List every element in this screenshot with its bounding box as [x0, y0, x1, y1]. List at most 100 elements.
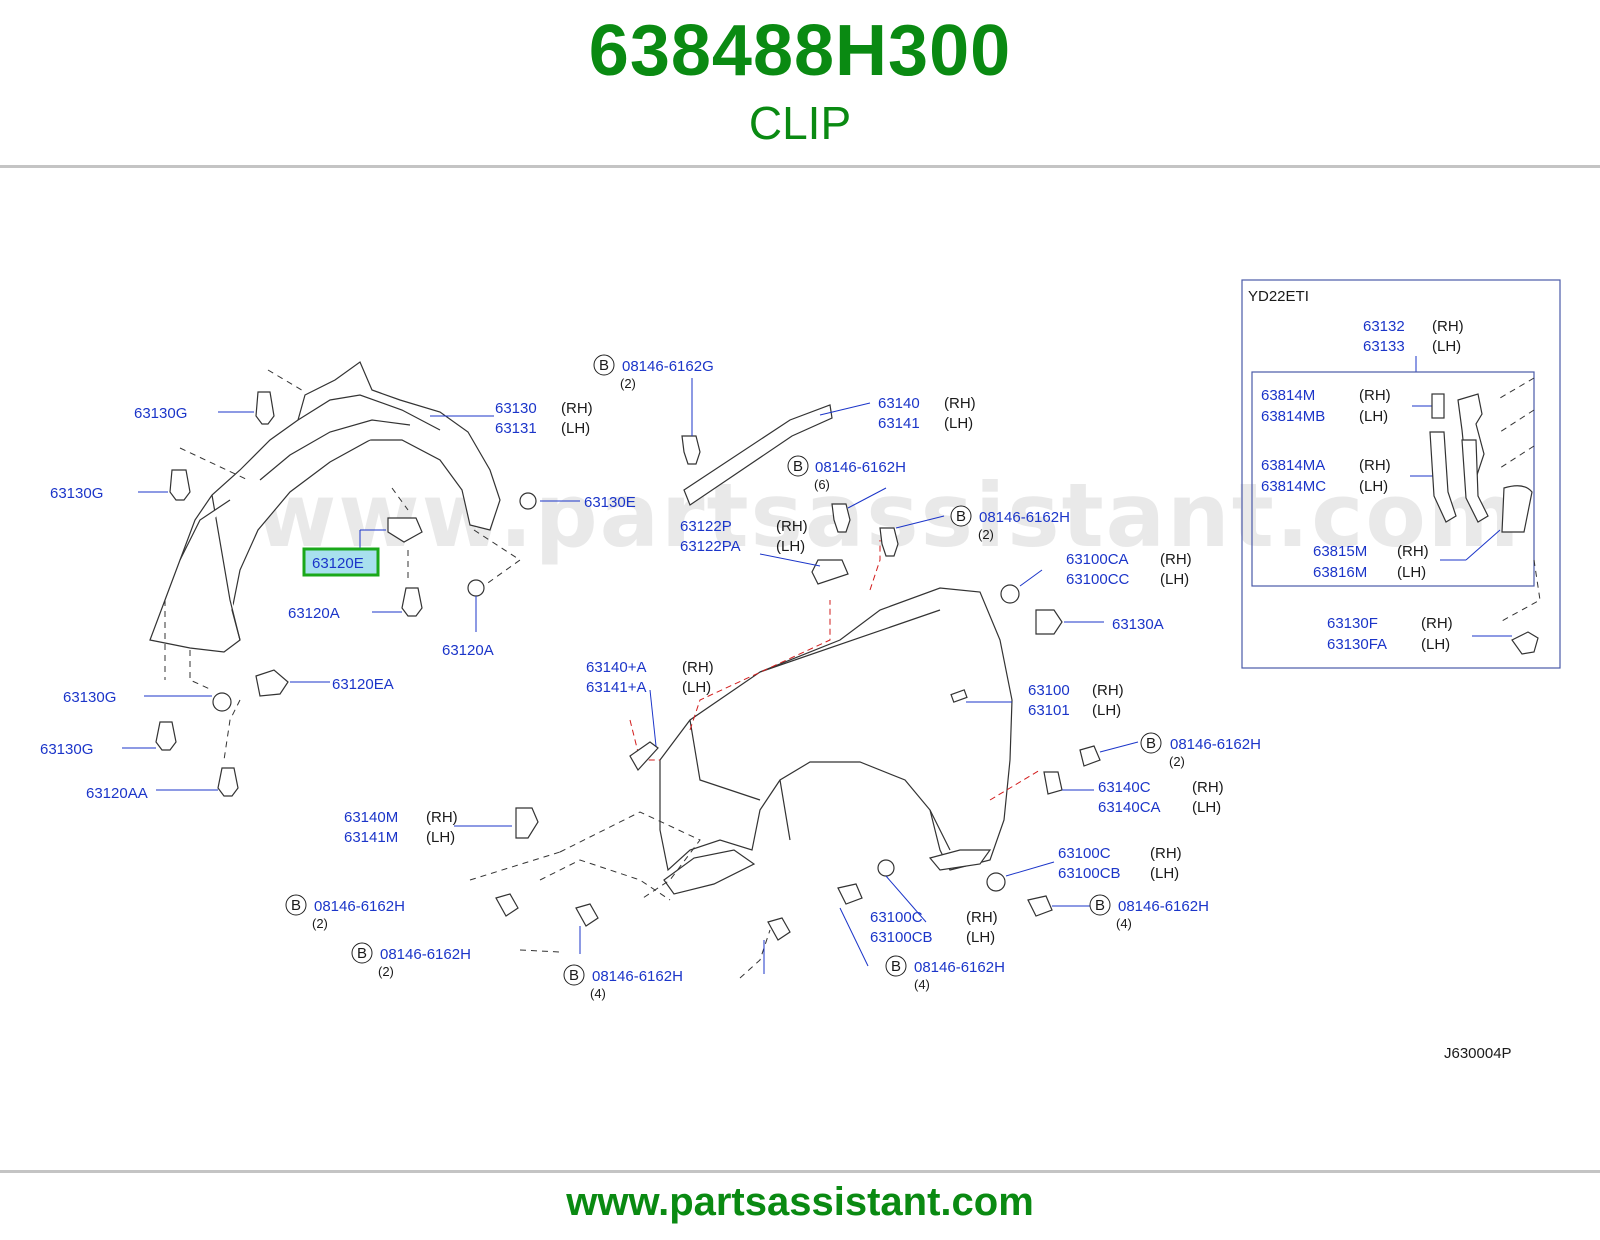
bolt-callout-5[interactable]: B 08146-6162H (2)	[285, 894, 405, 931]
screw-icon	[401, 587, 423, 617]
bolt-callout-1[interactable]: B 08146-6162G (2)	[593, 354, 714, 391]
diagram-code: J630004P	[1444, 1045, 1512, 1062]
qty: (6)	[814, 477, 830, 492]
label-63141+A[interactable]: 63141+A	[586, 679, 646, 696]
label-63120E[interactable]: 63120E	[312, 555, 364, 572]
label-08146-6162H[interactable]: 08146-6162H	[979, 509, 1070, 526]
label-63120AA[interactable]: 63120AA	[86, 785, 148, 802]
label-63141M[interactable]: 63141M	[344, 829, 398, 846]
inset-label-63814MB[interactable]: 63814MB	[1261, 408, 1325, 425]
label-63122P[interactable]: 63122P	[680, 518, 732, 535]
highlighted-part-63120e[interactable]: 63120E	[302, 547, 380, 577]
inset-label-63814MC[interactable]: 63814MC	[1261, 478, 1326, 495]
label-63120A[interactable]: 63120A	[442, 642, 494, 659]
clip-icon	[255, 669, 289, 697]
side-lh: (LH)	[682, 679, 711, 696]
label-63100C[interactable]: 63100C	[870, 909, 923, 926]
bolt-callout-6[interactable]: B 08146-6162H (2)	[351, 942, 471, 979]
bolt-icon	[575, 903, 599, 927]
inset-label-63130F[interactable]: 63130F	[1327, 615, 1378, 632]
inset-side-lh: (LH)	[1359, 408, 1388, 425]
inset-side-rh: (RH)	[1397, 543, 1429, 560]
grommet-icon	[519, 492, 537, 510]
label-63130A[interactable]: 63130A	[1112, 616, 1164, 633]
qty: (2)	[1169, 754, 1185, 769]
side-rh: (RH)	[1150, 845, 1182, 862]
label-63100CB[interactable]: 63100CB	[870, 929, 933, 946]
label-63101[interactable]: 63101	[1028, 702, 1070, 719]
qty: (2)	[620, 376, 636, 391]
label-63100CC[interactable]: 63100CC	[1066, 571, 1130, 588]
label-08146-6162H[interactable]: 08146-6162H	[380, 946, 471, 963]
bolt-icon	[1035, 609, 1063, 635]
label-63130G[interactable]: 63130G	[63, 689, 116, 706]
fender-liner-drawing	[149, 361, 521, 761]
label-63140M[interactable]: 63140M	[344, 809, 398, 826]
side-rh: (RH)	[426, 809, 458, 826]
label-63141[interactable]: 63141	[878, 415, 920, 432]
label-63130G[interactable]: 63130G	[134, 405, 187, 422]
bolt-marker: B	[1146, 735, 1156, 752]
side-rh: (RH)	[966, 909, 998, 926]
side-rh: (RH)	[1192, 779, 1224, 796]
pad-icon	[1431, 393, 1445, 419]
insulator-icon	[1461, 439, 1489, 523]
qty: (4)	[590, 986, 606, 1001]
bolt-icon	[767, 917, 791, 941]
side-rh: (RH)	[944, 395, 976, 412]
inset-label-63814M[interactable]: 63814M	[1261, 387, 1315, 404]
bolt-callout-4[interactable]: B 08146-6162H (2)	[1140, 732, 1261, 769]
footer-divider	[0, 1170, 1600, 1173]
label-63130G[interactable]: 63130G	[50, 485, 103, 502]
side-lh: (LH)	[944, 415, 973, 432]
inset-label-63814MA[interactable]: 63814MA	[1261, 457, 1325, 474]
fastener-group-left	[122, 391, 580, 797]
nut-icon	[877, 859, 895, 877]
label-08146-6162H[interactable]: 08146-6162H	[314, 898, 405, 915]
label-63120A[interactable]: 63120A	[288, 605, 340, 622]
label-63140+A[interactable]: 63140+A	[586, 659, 646, 676]
bolt-callout-3[interactable]: B 08146-6162H (2)	[950, 505, 1070, 542]
label-63140[interactable]: 63140	[878, 395, 920, 412]
label-08146-6162H[interactable]: 08146-6162H	[1118, 898, 1209, 915]
inset-label-63130FA[interactable]: 63130FA	[1327, 636, 1387, 653]
screw-icon	[467, 579, 485, 597]
label-63131[interactable]: 63131	[495, 420, 537, 437]
bolt-callout-2[interactable]: B 08146-6162H (6)	[787, 455, 906, 492]
label-63140C[interactable]: 63140C	[1098, 779, 1151, 796]
label-63100[interactable]: 63100	[1028, 682, 1070, 699]
clip-63120e-icon	[387, 517, 423, 543]
inset-label-63815M[interactable]: 63815M	[1313, 543, 1367, 560]
label-08146-6162H[interactable]: 08146-6162H	[914, 959, 1005, 976]
inset-label-63133[interactable]: 63133	[1363, 338, 1405, 355]
label-63100C[interactable]: 63100C	[1058, 845, 1111, 862]
label-63140CA[interactable]: 63140CA	[1098, 799, 1161, 816]
inset-label-63816M[interactable]: 63816M	[1313, 564, 1367, 581]
label-63120EA[interactable]: 63120EA	[332, 676, 394, 693]
nut-icon	[1000, 584, 1020, 604]
bolt-callout-8[interactable]: B 08146-6162H (4)	[885, 955, 1005, 992]
bolt-marker: B	[891, 958, 901, 975]
page-header: 638488H300 CLIP	[0, 0, 1600, 168]
label-08146-6162G[interactable]: 08146-6162G	[622, 358, 714, 375]
label-63130G[interactable]: 63130G	[40, 741, 93, 758]
label-63100CB[interactable]: 63100CB	[1058, 865, 1121, 882]
label-63130E[interactable]: 63130E	[584, 494, 636, 511]
label-63122PA[interactable]: 63122PA	[680, 538, 741, 555]
inset-side-rh: (RH)	[1359, 457, 1391, 474]
bolt-callout-7[interactable]: B 08146-6162H (4)	[563, 964, 683, 1001]
side-lh: (LH)	[1150, 865, 1179, 882]
side-lh: (LH)	[1160, 571, 1189, 588]
label-63100CA[interactable]: 63100CA	[1066, 551, 1129, 568]
qty: (2)	[978, 527, 994, 542]
bolt-icon	[495, 893, 519, 917]
label-08146-6162H[interactable]: 08146-6162H	[1170, 736, 1261, 753]
side-lh: (LH)	[1092, 702, 1121, 719]
label-63130[interactable]: 63130	[495, 400, 537, 417]
bolt-callout-9[interactable]: B 08146-6162H (4)	[1089, 894, 1209, 931]
bolt-marker: B	[291, 897, 301, 914]
label-08146-6162H[interactable]: 08146-6162H	[815, 459, 906, 476]
inset-label-63132[interactable]: 63132	[1363, 318, 1405, 335]
footer-url-link[interactable]: www.partsassistant.com	[566, 1180, 1034, 1224]
label-08146-6162H[interactable]: 08146-6162H	[592, 968, 683, 985]
